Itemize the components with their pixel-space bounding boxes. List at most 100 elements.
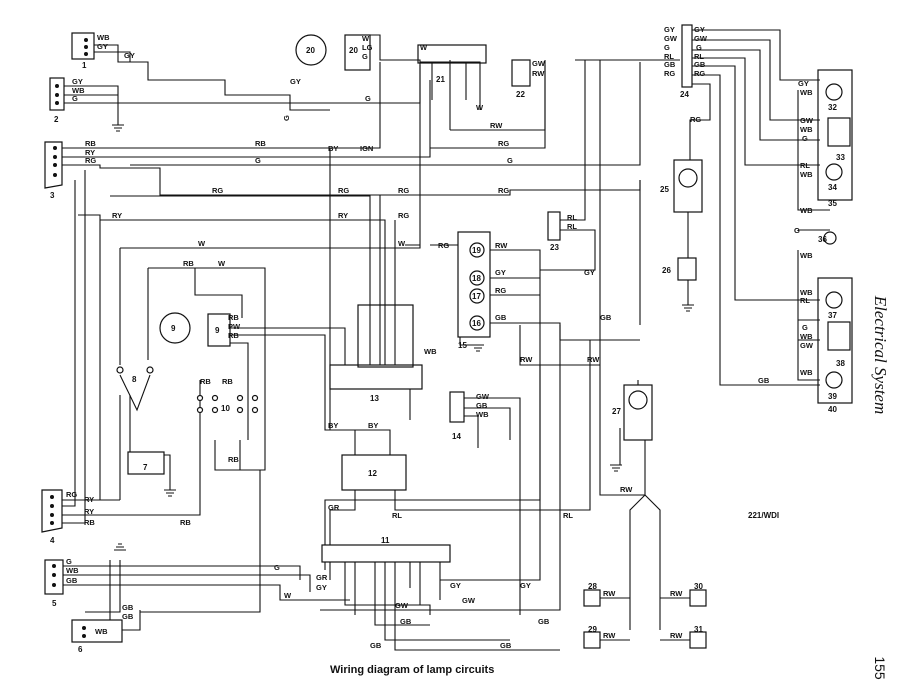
wire-label: GB [122, 612, 134, 621]
wire-label: GB [476, 401, 488, 410]
lamp-16 [469, 315, 485, 331]
wire-label: GW [462, 596, 476, 605]
lamp-19 [469, 242, 485, 258]
connector-33 [827, 117, 851, 147]
page-number: 155 [872, 656, 888, 680]
wire-label: W [420, 43, 428, 52]
connector-11 [321, 544, 451, 563]
connector-13 [329, 364, 423, 390]
wire-label: RG [694, 69, 705, 78]
label-31: 31 [694, 625, 703, 634]
wire-label: RG [690, 115, 701, 124]
label-10: 10 [221, 404, 230, 413]
label-6: 6 [78, 645, 83, 654]
wire-label: RW [670, 631, 683, 640]
wire-label: RB [228, 313, 239, 322]
wire-label: RW [490, 121, 503, 130]
wire-label: RY [84, 507, 94, 516]
wire-label: GB [122, 603, 134, 612]
wire-label: WB [72, 86, 85, 95]
label-1: 1 [82, 61, 87, 70]
wire-label: GB [664, 60, 676, 69]
label-32: 32 [828, 103, 837, 112]
wire-label: GY [290, 77, 301, 86]
label-21: 21 [436, 75, 445, 84]
label-38: 38 [836, 359, 845, 368]
wire-label: RL [694, 52, 704, 61]
lamp-39 [825, 371, 843, 389]
wire-label: GB [600, 313, 612, 322]
wire-label: GY [798, 79, 809, 88]
wire-label: G [282, 115, 291, 121]
wire-label: G [365, 94, 371, 103]
wire-label: WB [800, 368, 813, 377]
wire-label: GW [800, 116, 814, 125]
component-20-switch [344, 34, 371, 71]
component-numbers: 1 2 3 4 5 6 7 8 9 9 10 11 12 13 14 15 16… [50, 46, 845, 654]
lamp-34 [825, 163, 843, 181]
wire-label: RL [392, 511, 402, 520]
label-27: 27 [612, 407, 621, 416]
label-30: 30 [694, 582, 703, 591]
wire-label: GY [72, 77, 83, 86]
label-9a: 9 [171, 324, 176, 333]
wire-label: GY [450, 581, 461, 590]
label-19: 19 [472, 246, 481, 255]
label-12: 12 [368, 469, 377, 478]
wire-label: GW [532, 59, 546, 68]
wire-label: RW [520, 355, 533, 364]
wire-label: GB [400, 617, 412, 626]
wire-label: RG [498, 139, 509, 148]
wire-label: RB [183, 259, 194, 268]
label-25: 25 [660, 185, 669, 194]
wire-label: G [802, 134, 808, 143]
wire-label: GY [97, 42, 108, 51]
wire-label: GB [495, 313, 507, 322]
wire-label: GB [500, 641, 512, 650]
lamp-37 [825, 291, 843, 309]
lamp-17 [469, 288, 485, 304]
label-3: 3 [50, 191, 55, 200]
component-26 [677, 257, 697, 281]
wire-label: GW [395, 601, 409, 610]
wire-label: WB [800, 332, 813, 341]
wire-label: G [507, 156, 513, 165]
wire-label: WB [95, 627, 108, 636]
wire-label: G [255, 156, 261, 165]
wire-label: BY [328, 421, 338, 430]
wire-label: GY [584, 268, 595, 277]
wire-label: RB [85, 139, 96, 148]
wire-label: RY [85, 148, 95, 157]
wire-label: BY [368, 421, 378, 430]
component-21 [417, 44, 487, 64]
wire-label: RW [495, 241, 508, 250]
label-23: 23 [550, 243, 559, 252]
label-4: 4 [50, 536, 55, 545]
wire-label: RW [532, 69, 545, 78]
label-11: 11 [381, 536, 390, 545]
wire-label: W [218, 259, 226, 268]
wire-label: RY [84, 495, 94, 504]
label-8: 8 [132, 375, 137, 384]
label-29: 29 [588, 625, 597, 634]
wire-label: G [362, 52, 368, 61]
wire-label: G [66, 557, 72, 566]
wire-label: G [794, 226, 800, 235]
lamp-30 [689, 589, 707, 607]
wire-label: G [72, 94, 78, 103]
wire-label: GY [316, 583, 327, 592]
wire-label: GY [520, 581, 531, 590]
label-9b: 9 [215, 326, 220, 335]
lamp-18 [469, 270, 485, 286]
component-12 [341, 454, 407, 491]
wire-label: GY [495, 268, 506, 277]
lamp-31 [689, 631, 707, 649]
wire-label: W [198, 239, 206, 248]
wire-label: W [398, 239, 406, 248]
wire-label: GR [316, 573, 328, 582]
wire-label: RL [800, 296, 810, 305]
wire-label: GR [328, 503, 340, 512]
connector-14 [449, 391, 465, 423]
wire-label: G [696, 43, 702, 52]
